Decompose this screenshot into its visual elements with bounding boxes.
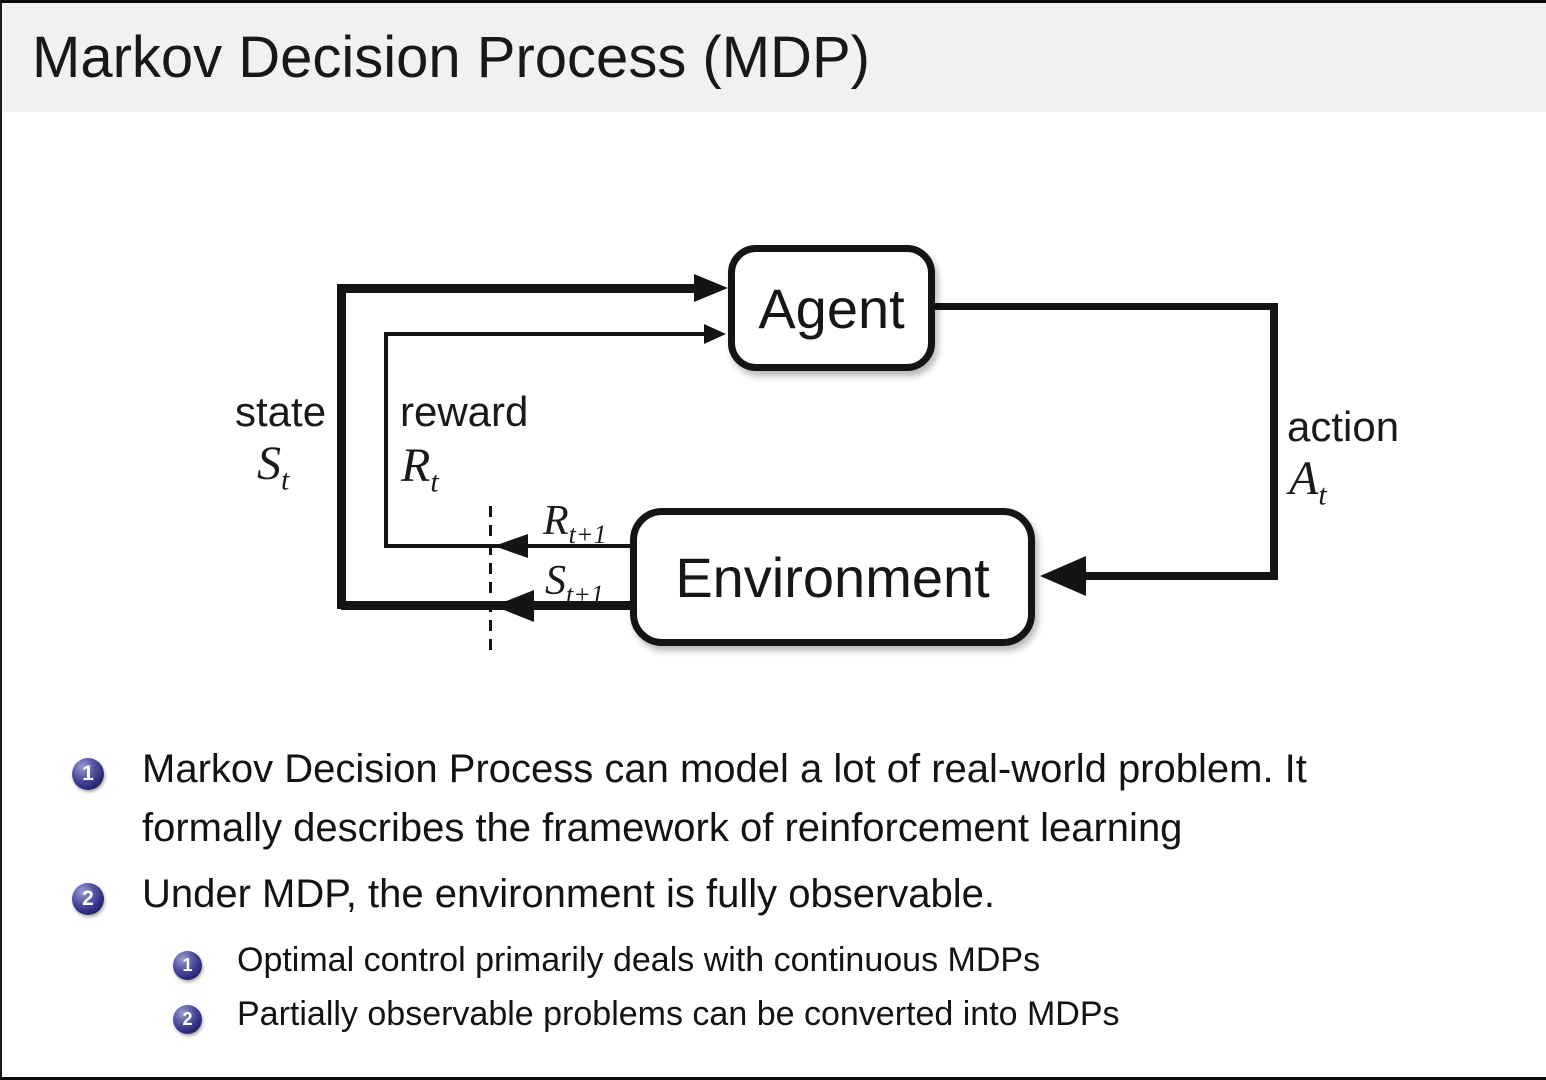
environment-node: Environment [630,508,1035,646]
slide-header: Markov Decision Process (MDP) [2,3,1546,112]
next-reward-symbol: Rt+1 [543,498,607,550]
state-symbol: St [257,437,290,497]
agent-node-label: Agent [758,276,905,340]
bullet-2-line-1: Under MDP, the environment is fully obse… [142,872,996,916]
timestep-dashed-line [489,506,492,654]
reward-symbol: Rt [401,439,439,499]
bullet-1-line-1: Markov Decision Process can model a lot … [142,747,1307,791]
state-to-agent-arrow-icon [694,274,728,302]
reward-line-left [384,332,388,548]
sub-bullet-2-text: Partially observable problems can be con… [237,995,1120,1033]
reward-edge-label: reward [400,388,529,435]
action-symbol: At [1289,452,1327,512]
agent-node: Agent [728,245,935,371]
next-reward-arrow-icon [494,534,528,558]
page-title: Markov Decision Process (MDP) [32,25,870,90]
state-line-left [337,284,346,609]
action-edge-label: action [1287,403,1400,450]
reward-line-top [384,332,706,336]
sub-bullet-badge-1: 1 [173,951,202,980]
action-line-right [1270,303,1278,580]
next-state-symbol: St+1 [545,558,604,610]
state-edge-label: state [235,388,327,435]
state-line-top [337,284,694,293]
reward-to-agent-arrow-icon [704,324,726,344]
bullet-badge-2: 2 [72,883,104,915]
sub-bullet-1-text: Optimal control primarily deals with con… [237,941,1041,979]
action-line-bottom [1077,572,1278,580]
action-line-top [935,303,1278,310]
state-line-bottom [341,601,632,610]
bullet-1-line-2: formally describes the framework of rein… [142,806,1183,850]
environment-node-label: Environment [675,545,990,609]
action-to-environment-arrow-icon [1040,556,1086,596]
next-state-arrow-icon [494,590,534,622]
sub-bullet-badge-2: 2 [173,1005,202,1034]
bullet-badge-1: 1 [72,758,104,790]
